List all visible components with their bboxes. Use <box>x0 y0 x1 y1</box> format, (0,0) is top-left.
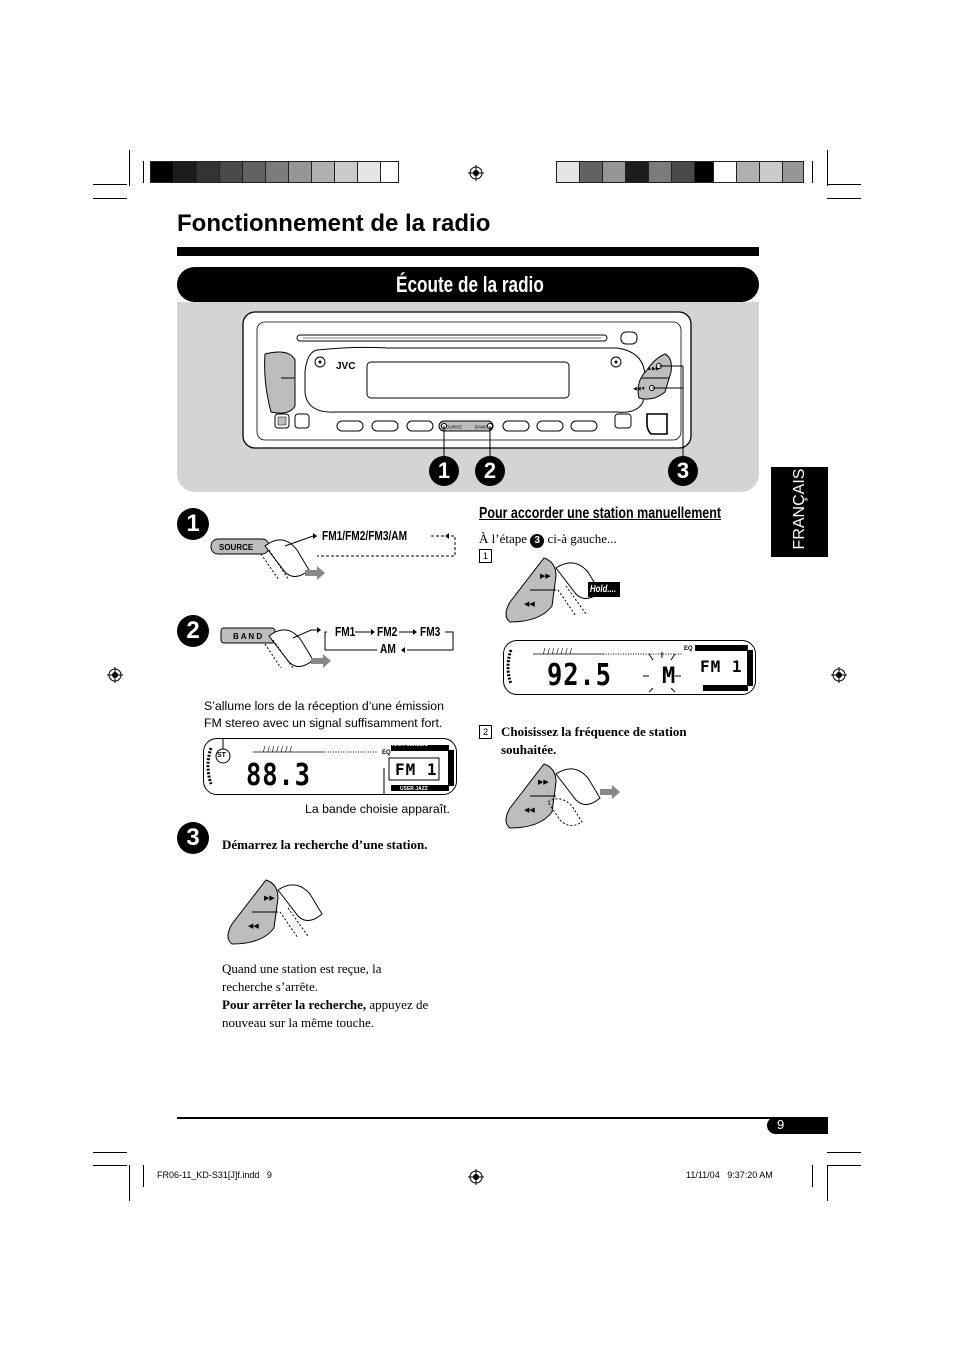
step-1-illustration: SOURCE <box>210 533 456 581</box>
step-2-fm3: FM3 <box>420 624 441 639</box>
svg-text:◀◀: ◀◀ <box>524 601 535 608</box>
hold-label: Hold.... <box>590 584 617 595</box>
svg-text:◀◀: ◀◀ <box>248 923 259 930</box>
band-button-label: B A N D <box>233 632 262 641</box>
svg-text:▲▶▶: ▲▶▶ <box>647 366 660 372</box>
svg-text:▶▶: ▶▶ <box>540 573 551 580</box>
display-1-band: FM 1 <box>395 760 438 779</box>
step-1-number: 1 <box>177 508 209 540</box>
substep-2-number: 2 <box>479 725 492 739</box>
svg-text:EQ: EQ <box>382 750 391 756</box>
svg-text:/ / / / / / /: / / / / / / / <box>543 647 573 656</box>
registration-mark-icon <box>831 667 847 683</box>
page-number-tab <box>767 1117 828 1134</box>
manual-intro: À l’étape 3 ci-à gauche... <box>479 531 617 548</box>
substep-2-text: Choisissez la fréquence de station souha… <box>501 724 687 757</box>
hold-seek-illustration: ▶▶ ◀◀ <box>505 557 620 623</box>
svg-text:EQ: EQ <box>684 646 693 652</box>
brand-label: JVC <box>336 361 355 372</box>
source-button-label: SOURCE <box>219 543 254 552</box>
st-label: ST <box>217 752 226 759</box>
svg-text:▶▶: ▶▶ <box>264 895 275 902</box>
callout-2: 2 <box>475 456 505 486</box>
registration-mark-icon <box>468 165 484 181</box>
band-caption: La bande choisie apparaît. <box>305 802 450 816</box>
band-mini-label: BAND <box>475 425 488 430</box>
callout-3: 3 <box>668 456 698 486</box>
svg-text:◀◀▼: ◀◀▼ <box>633 386 646 392</box>
registration-mark-icon <box>468 1169 484 1185</box>
registration-mark-icon <box>107 667 123 683</box>
step-3-stop: Pour arrêter la recherche, appuyez de no… <box>222 997 429 1030</box>
display-2-mode: M <box>662 664 677 689</box>
section-bar <box>177 267 759 302</box>
seek-button-illustration: ▶▶ ◀◀ <box>227 879 323 945</box>
step-2-fm2: FM2 <box>377 624 398 639</box>
svg-text:▶▶: ▶▶ <box>538 779 549 786</box>
language-tab-label: FRANÇAIS <box>791 468 808 550</box>
car-stereo-diagram: JVC ▲▶▶ ◀◀▼ SOURCE BAND <box>242 311 692 458</box>
step-2-number: 2 <box>177 615 209 647</box>
footer-file: FR06-11_KD-S31[J]f.indd 9 <box>157 1170 272 1180</box>
source-mini-label: SOURCE <box>443 425 462 430</box>
step-2-illustration: B A N D <box>220 627 454 669</box>
step-2-am: AM <box>380 641 396 656</box>
svg-text:/ / / / / / /: / / / / / / / <box>263 745 293 754</box>
eq-tags-top: ROCK CLASSIC <box>390 742 429 748</box>
step-1-sequence: FM1/FM2/FM3/AM <box>322 528 408 543</box>
step-3-number: 3 <box>177 822 209 854</box>
display-1-frequency: 88.3 <box>246 758 311 793</box>
manual-heading: Pour accorder une station manuellement <box>479 505 722 522</box>
section-title: Écoute de la radio <box>396 272 544 297</box>
footer-datetime: 11/11/04 9:37:20 AM <box>686 1170 773 1180</box>
display-2-band: FM 1 <box>700 657 743 676</box>
st-indicator-note: S’allume lors de la réception d’une émis… <box>204 699 444 730</box>
step-2-fm1: FM1 <box>335 624 356 639</box>
step-3-result: Quand une station est reçue, la recherch… <box>222 961 382 994</box>
title-rule <box>177 247 759 256</box>
footer-rule <box>177 1117 828 1119</box>
display-2-frequency: 92.5 <box>547 658 612 693</box>
svg-text:◀◀: ◀◀ <box>524 807 535 814</box>
page-number: 9 <box>777 1117 785 1132</box>
eq-tags-bottom: USER JAZZ <box>400 786 428 792</box>
substep-1-number: 1 <box>479 549 492 563</box>
tune-button-illustration: ▶▶ ◀◀ <box>505 763 620 829</box>
callout-1: 1 <box>429 456 459 486</box>
step-3-heading: Démarrez la recherche d’une station. <box>222 837 428 852</box>
page-title: Fonctionnement de la radio <box>177 210 491 237</box>
language-tab <box>771 467 828 557</box>
